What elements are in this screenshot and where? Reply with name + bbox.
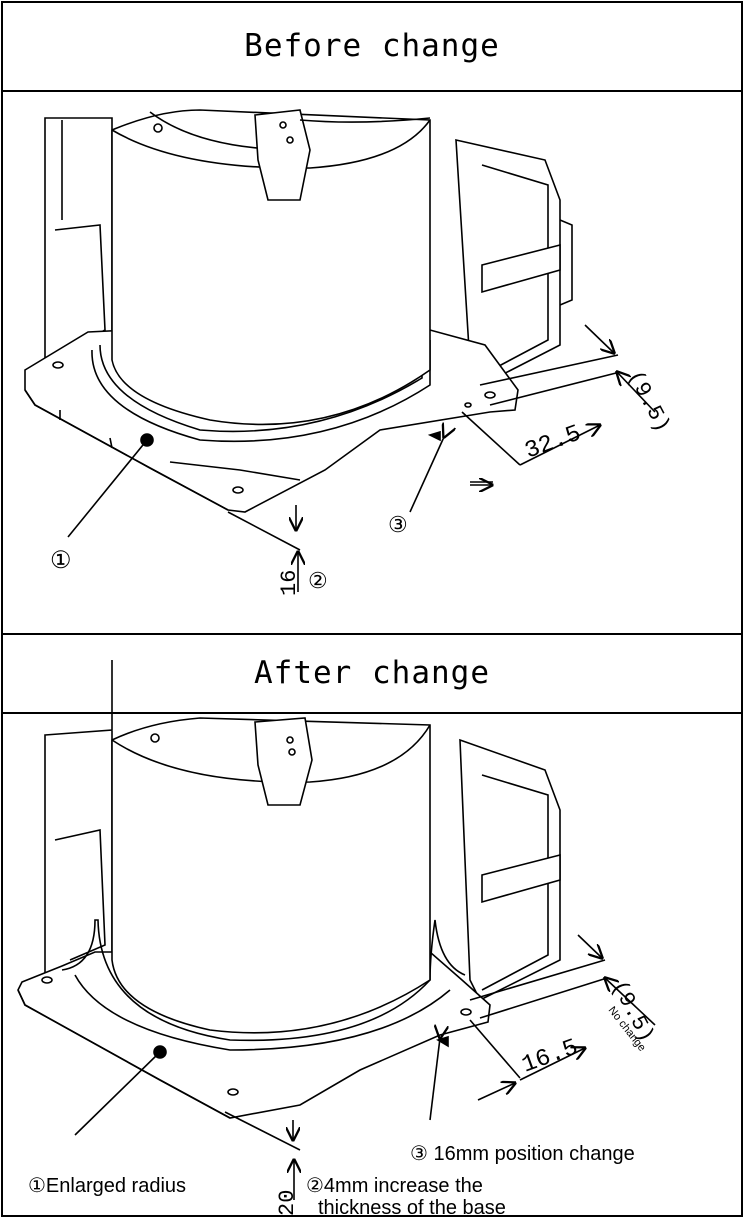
before-dim-32-5: 32.5 bbox=[522, 420, 585, 465]
after-robot-drawing bbox=[17, 660, 561, 1119]
before-dim-9-5: (9.5) bbox=[622, 367, 675, 437]
after-title: After change bbox=[1, 634, 743, 714]
before-dim-16: 16 bbox=[277, 570, 302, 596]
after-dim-20: 20 bbox=[275, 1190, 300, 1216]
before-marker-2: ② bbox=[308, 568, 328, 593]
after-label-1: ①Enlarged radius bbox=[28, 1175, 186, 1197]
before-marker-1: ① bbox=[50, 547, 72, 574]
marker-dot-1 bbox=[140, 433, 154, 447]
before-annotations bbox=[67, 324, 656, 592]
after-label-3: ③ 16mm position change bbox=[410, 1143, 635, 1165]
before-marker-3: ③ bbox=[388, 512, 408, 537]
section-divider bbox=[1, 633, 743, 635]
marker-dot-1-after bbox=[153, 1045, 167, 1059]
after-annotations bbox=[74, 934, 656, 1200]
after-label-2-line1: ②4mm increase the bbox=[306, 1175, 483, 1197]
before-title: Before change bbox=[1, 1, 743, 92]
before-robot-drawing bbox=[24, 109, 573, 513]
after-dim-16-5: 16.5 bbox=[519, 1034, 582, 1079]
after-label-2-line2: thickness of the base bbox=[318, 1197, 506, 1219]
